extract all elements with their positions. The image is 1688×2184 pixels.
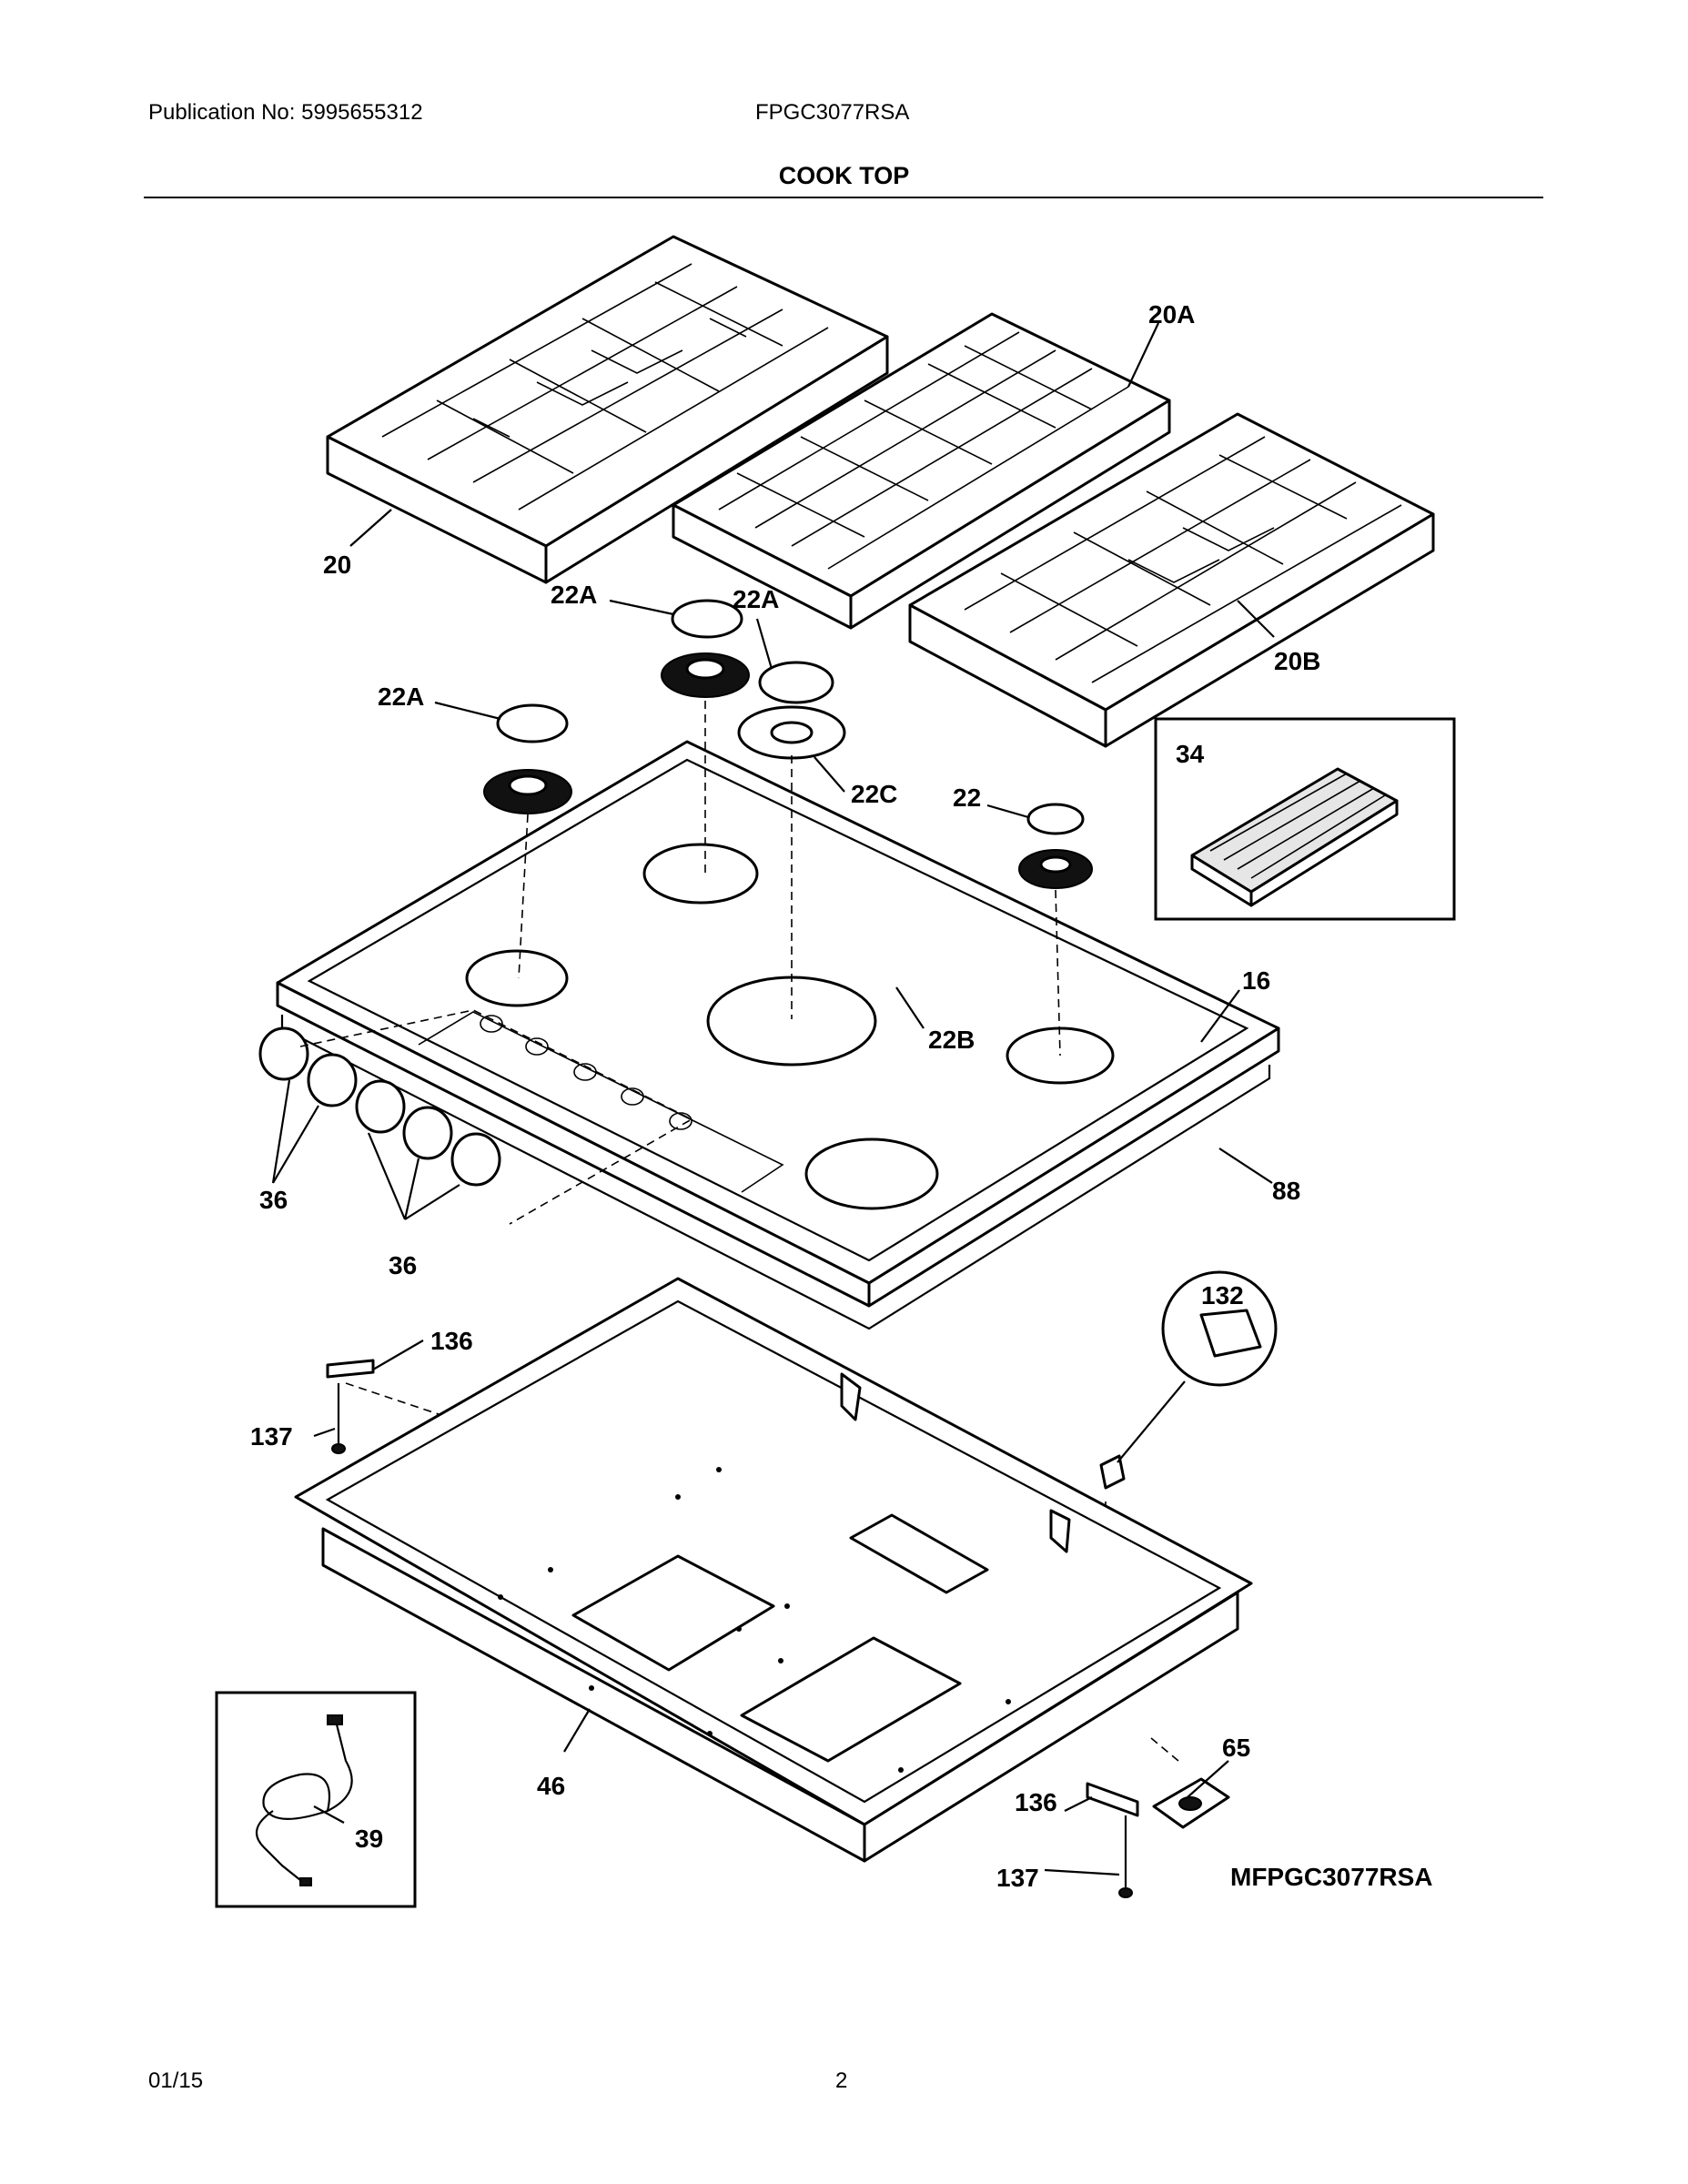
label-cap-a3: 22A	[378, 682, 424, 711]
model-number: FPGC3077RSA	[755, 100, 910, 125]
label-cord: 39	[355, 1825, 383, 1853]
label-cap-22: 22	[953, 784, 981, 812]
label-gasket: 88	[1272, 1177, 1300, 1205]
model-code-label: MFPGC3077RSA	[1230, 1863, 1433, 1891]
leader-lines	[271, 322, 1275, 1876]
cooktop-drawing	[276, 740, 1280, 1330]
label-cooktop: 16	[1242, 966, 1270, 995]
grate-center-drawing	[672, 312, 1171, 630]
label-ring-c: 22C	[851, 780, 897, 808]
label-grate-left: 20	[323, 551, 351, 579]
griddle-inset-box	[1154, 717, 1456, 921]
label-screw-left: 137	[250, 1422, 293, 1451]
label-burner-box: 46	[537, 1772, 565, 1800]
alignment-lines	[299, 701, 1179, 1762]
header-rule	[144, 197, 1543, 198]
label-bracket-left: 136	[430, 1327, 473, 1355]
burner-box-drawing	[294, 1277, 1253, 1863]
label-grate-right: 20B	[1274, 647, 1320, 675]
publication-number: Publication No: 5995655312	[148, 100, 423, 125]
section-title: COOK TOP	[778, 162, 910, 189]
label-grate-center: 20A	[1148, 300, 1195, 329]
label-knobs-lower: 36	[389, 1251, 417, 1279]
footer-date: 01/15	[148, 2068, 204, 2093]
label-cap-a2: 22A	[733, 585, 779, 613]
label-griddle: 34	[1176, 740, 1205, 768]
grate-left-drawing	[326, 235, 889, 584]
control-knobs-drawing	[258, 1026, 501, 1187]
spring-clip-drawing	[1099, 1270, 1278, 1490]
grate-right-drawing	[908, 412, 1435, 748]
griddle-drawing	[1190, 767, 1399, 907]
power-cord-drawing	[255, 1714, 353, 1886]
brackets-screws-drawing	[326, 1359, 1230, 1898]
label-cap-b: 22B	[928, 1026, 975, 1054]
label-grommet: 65	[1222, 1734, 1250, 1762]
footer-page-number: 2	[835, 2068, 848, 2093]
label-screw-right: 137	[996, 1864, 1039, 1892]
label-bracket-right: 136	[1015, 1788, 1057, 1816]
callout-labels: 20 20A 20B 22A 22A 22A 22C 22 34 16 22B …	[250, 300, 1433, 1892]
label-knobs-upper: 36	[259, 1186, 288, 1214]
label-cap-a1: 22A	[551, 581, 597, 609]
label-spring-clip: 132	[1201, 1281, 1244, 1309]
power-cord-inset-box	[215, 1691, 417, 1908]
